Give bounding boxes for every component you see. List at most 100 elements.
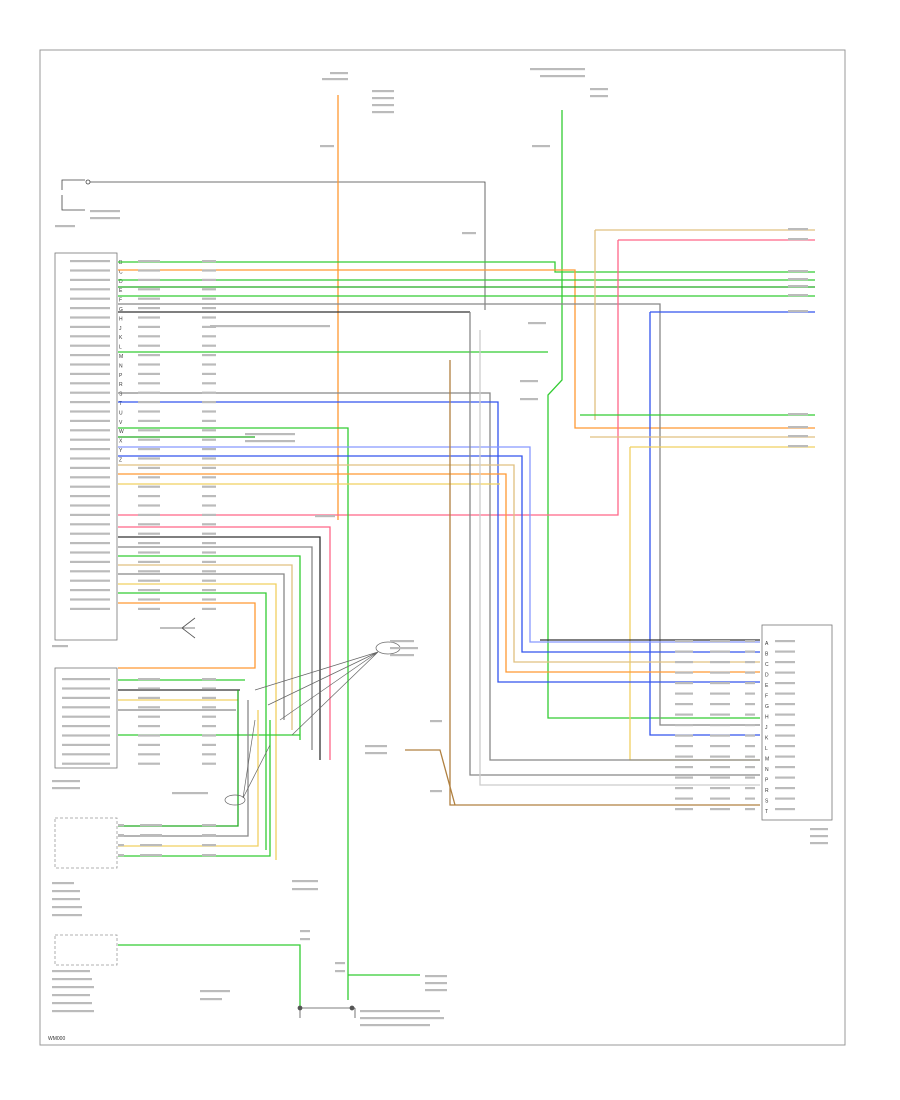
fine-print-bar	[138, 725, 160, 728]
fine-print-bar	[745, 661, 755, 664]
fine-print-bar	[70, 523, 110, 526]
fine-print-bar	[202, 523, 216, 526]
wire-sp4	[118, 720, 271, 857]
fine-print-bar	[70, 457, 110, 460]
fine-print-bar	[788, 426, 808, 429]
pin-label: D	[119, 279, 123, 285]
fine-print-bar	[775, 787, 795, 790]
radio-connector-box	[54, 252, 118, 641]
fine-print-bar	[138, 734, 160, 737]
fine-print-bar	[70, 354, 110, 357]
fine-print-bar	[138, 260, 160, 263]
fine-print-bar	[202, 579, 216, 582]
radio-lower-connector-box	[54, 667, 118, 769]
fine-print-bar	[745, 808, 755, 811]
fine-print-bar	[202, 260, 216, 263]
wire-l2	[118, 536, 321, 760]
wire-amp-gry	[469, 312, 760, 776]
fine-print-bar	[70, 542, 110, 545]
fine-print-bar	[140, 844, 162, 847]
fine-print-bar	[675, 734, 693, 737]
fine-print-bar	[70, 495, 110, 498]
fine-print-bar	[532, 145, 550, 148]
fine-print-bar	[530, 68, 585, 71]
fine-print-bar	[202, 288, 216, 291]
fine-print-labels	[52, 68, 828, 1027]
fine-print-bar	[745, 703, 755, 706]
pin-label: S	[119, 392, 123, 398]
fine-print-bar	[202, 598, 216, 601]
fine-print-bar	[70, 278, 110, 281]
fine-print-bar	[292, 880, 318, 883]
pin-label: T	[119, 401, 122, 407]
fine-print-bar	[138, 560, 160, 563]
fine-print-bar	[138, 344, 160, 347]
wire-l7	[118, 583, 277, 860]
fine-print-bar	[788, 285, 808, 288]
fine-print-bar	[202, 476, 216, 479]
fine-print-bar	[202, 725, 216, 728]
fine-print-bar	[202, 466, 216, 469]
fine-print-bar	[520, 398, 538, 401]
fine-print-bar	[745, 692, 755, 695]
fine-print-bar	[202, 457, 216, 460]
fine-print-bar	[52, 898, 80, 901]
amp-pin-label: C	[765, 662, 769, 668]
fine-print-bar	[138, 419, 160, 422]
fine-print-bar	[138, 476, 160, 479]
fine-print-bar	[138, 753, 160, 756]
fine-print-bar	[138, 542, 160, 545]
fine-print-bar	[425, 989, 447, 992]
fine-print-bar	[70, 513, 110, 516]
fine-print-bar	[138, 696, 160, 699]
diagram-border	[39, 49, 846, 1046]
fine-print-bar	[745, 776, 755, 779]
fine-print-bar	[372, 90, 394, 93]
amp-pin-label: J	[765, 725, 768, 731]
fine-print-bar	[70, 382, 110, 385]
fine-print-bar	[520, 380, 538, 383]
fine-print-bar	[70, 297, 110, 300]
fine-print-bar	[62, 706, 110, 709]
fine-print-bar	[70, 579, 110, 582]
fine-print-bar	[202, 325, 216, 328]
wire-l5	[118, 564, 293, 730]
fine-print-bar	[202, 844, 216, 847]
amp-pin-label: D	[765, 673, 769, 679]
fine-print-bar	[52, 890, 80, 893]
fine-print-bar	[200, 998, 222, 1001]
amp-pin-label: B	[765, 652, 769, 658]
fine-print-bar	[52, 882, 74, 885]
fine-print-bar	[70, 429, 110, 432]
fine-print-bar	[202, 419, 216, 422]
wire-m2	[118, 401, 760, 683]
fine-print-bar	[365, 752, 387, 755]
pin-label: J	[119, 326, 122, 332]
fine-print-bar	[335, 962, 345, 965]
fine-print-bar	[202, 551, 216, 554]
wire-l8	[118, 592, 267, 850]
fine-print-bar	[540, 75, 585, 78]
fine-print-bar	[62, 715, 110, 718]
fine-print-bar	[138, 706, 160, 709]
fine-print-bar	[202, 589, 216, 592]
fine-print-bar	[745, 766, 755, 769]
fine-print-bar	[202, 297, 216, 300]
fine-print-bar	[710, 776, 730, 779]
fine-print-bar	[330, 72, 348, 75]
fine-print-bar	[202, 495, 216, 498]
ground-symbol	[297, 1005, 356, 1018]
fine-print-bar	[745, 755, 755, 758]
fine-print-bar	[775, 661, 795, 664]
fine-print-bar	[70, 316, 110, 319]
fine-print-bar	[70, 269, 110, 272]
amp-pin-label: F	[765, 694, 768, 700]
fine-print-bar	[70, 485, 110, 488]
fine-print-bar	[775, 776, 795, 779]
pin-label: F	[119, 298, 122, 304]
fine-print-bar	[70, 532, 110, 535]
amp-pin-label: R	[765, 788, 769, 794]
pin-label: L	[119, 345, 122, 351]
steering-connector-box	[54, 934, 118, 966]
fine-print-bar	[140, 854, 162, 857]
